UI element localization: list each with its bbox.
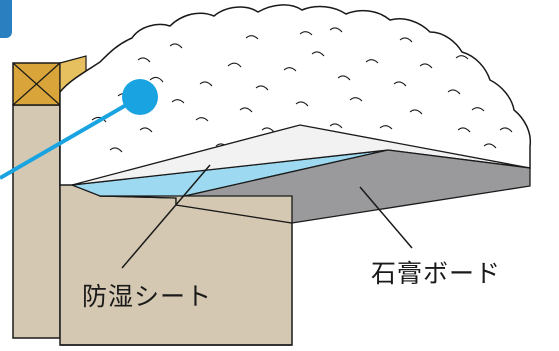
callout-dot-icon: [122, 79, 158, 115]
label-gypsum-board: 石膏ボード: [371, 259, 502, 288]
callout-line: [0, 95, 142, 180]
insulation-mass: [59, 4, 532, 186]
leader-line-vapor: [121, 164, 211, 269]
timber-diag-2: [12, 62, 61, 106]
leader-line-board: [359, 186, 413, 249]
insulation-texture: [91, 27, 513, 153]
corner-badge-icon: [0, 0, 12, 38]
wall-left-face: [12, 104, 61, 339]
label-vapor-barrier: 防湿シート: [82, 282, 213, 311]
wall-under-board: [99, 195, 293, 224]
